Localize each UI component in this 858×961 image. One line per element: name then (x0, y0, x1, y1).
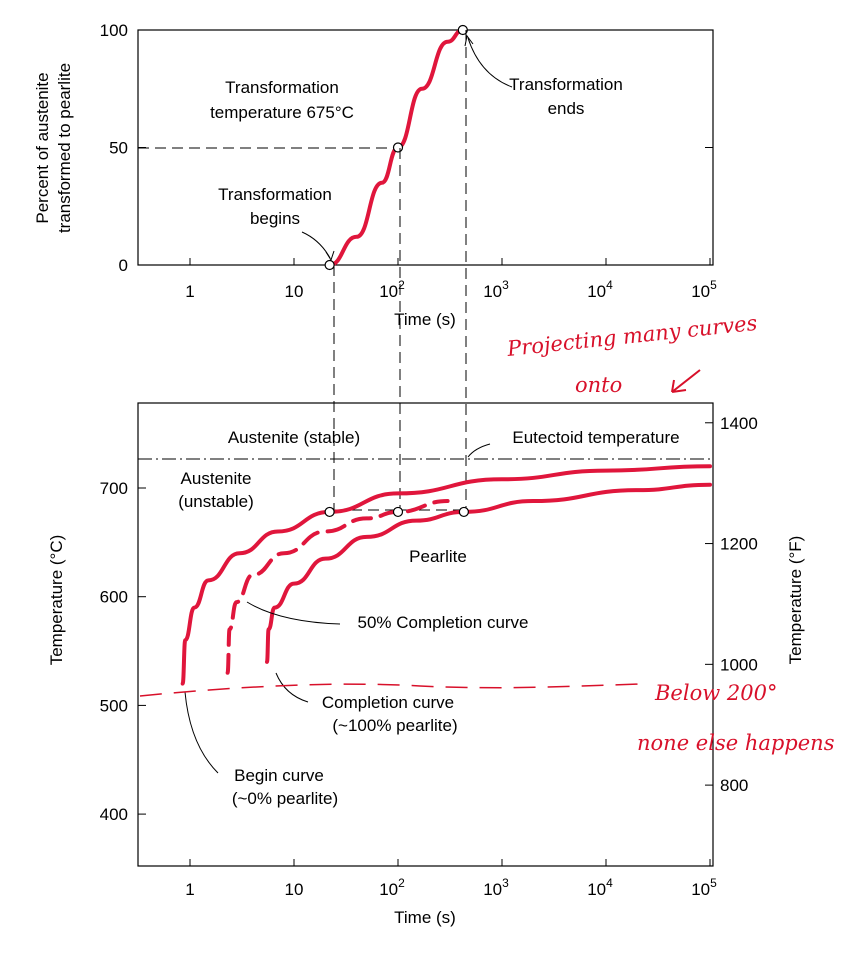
top-chart: 1 10 102 103 104 105 0 50 100 Transformation te… (33, 21, 717, 329)
arrow-begins (301, 231, 331, 259)
series-half-curve (225, 499, 450, 675)
y-tick-label-right: 1000 (720, 655, 758, 674)
top-y-axis-label-line2: transformed to pearlite (55, 63, 74, 233)
annotation-temp-line1: Transformation (225, 78, 339, 97)
x-tick-label: 102 (379, 876, 405, 899)
y-tick-label: 400 (100, 805, 128, 824)
arrow-ends (467, 37, 513, 88)
x-tick-label: 10 (285, 880, 304, 899)
arrow-complete (275, 672, 309, 703)
label-half-curve: 50% Completion curve (357, 613, 528, 632)
handwriting-line4: none else happens (637, 731, 835, 755)
top-y-axis-label-line1: Percent of austenite (33, 72, 52, 223)
x-tick-label: 104 (587, 876, 613, 899)
top-x-axis-label: Time (s) (394, 310, 456, 329)
x-tick-label: 1 (185, 880, 194, 899)
arrow-half (246, 601, 341, 625)
bottom-x-ticks: 1 10 102 103 104 105 (185, 859, 717, 899)
handwritten-line-500 (139, 683, 641, 697)
annotation-ends-line1: Transformation (509, 75, 623, 94)
y-tick-label: 50 (109, 139, 128, 158)
y-tick-label: 500 (100, 696, 128, 715)
bottom-marker (324, 506, 335, 518)
x-tick-label: 103 (483, 876, 509, 899)
y-tick-label-right: 800 (720, 776, 748, 795)
bottom-marker (392, 506, 404, 518)
annotation-begins-line2: begins (250, 209, 300, 228)
handwriting-line2: onto (575, 373, 622, 397)
top-markers (324, 24, 468, 271)
x-tick-label: 102 (379, 278, 405, 301)
top-marker (324, 259, 335, 271)
label-pearlite: Pearlite (409, 547, 467, 566)
x-tick-label: 103 (483, 278, 509, 301)
arrow-eutectoid (467, 443, 491, 458)
bottom-right-y-axis-label: Temperature (°F) (786, 536, 805, 665)
bottom-marker (458, 506, 469, 518)
y-tick-label: 0 (119, 256, 128, 275)
label-austenite-stable: Austenite (stable) (228, 428, 360, 447)
bottom-y-ticks: 400 500 600 700 (100, 479, 146, 824)
top-y-ticks: 0 50 100 (100, 21, 713, 275)
annotation-ends-line2: ends (548, 99, 585, 118)
label-austenite-unstable-1: Austenite (181, 469, 252, 488)
arrowhead-begins (325, 250, 335, 262)
x-tick-label: 105 (691, 876, 717, 899)
x-tick-label: 105 (691, 278, 717, 301)
bottom-markers (324, 506, 469, 518)
bottom-plot-frame (137, 402, 714, 867)
bottom-right-y-ticks: 800 1000 1200 1400 (705, 414, 758, 795)
top-marker (457, 24, 468, 36)
label-complete-2: (~100% pearlite) (332, 716, 457, 735)
handwriting-line3: Below 200° (654, 681, 777, 705)
handwritten-arrow (671, 369, 701, 393)
y-tick-label: 100 (100, 21, 128, 40)
handwriting-line1: Projecting many curves (505, 311, 759, 361)
label-austenite-unstable-2: (unstable) (178, 492, 254, 511)
label-eutectoid: Eutectoid temperature (512, 428, 679, 447)
arrow-begin (184, 691, 219, 774)
bottom-x-axis-label: Time (s) (394, 908, 456, 927)
y-tick-label-right: 1400 (720, 414, 758, 433)
series-completion-curve (264, 482, 712, 664)
handwritten-notes: Projecting many curves onto Below 200° n… (139, 311, 835, 755)
series-begin-curve (180, 464, 712, 686)
y-tick-label-right: 1200 (720, 535, 758, 554)
bottom-chart: 1 10 102 103 104 105 400 500 600 700 800 1000 1200… (47, 402, 805, 927)
label-begin-2: (~0% pearlite) (232, 789, 338, 808)
bottom-y-axis-label: Temperature (°C) (47, 535, 66, 666)
x-tick-label: 1 (185, 282, 194, 301)
top-marker (392, 142, 404, 153)
y-tick-label: 600 (100, 588, 128, 607)
y-tick-label: 700 (100, 479, 128, 498)
x-tick-label: 10 (285, 282, 304, 301)
x-tick-label: 104 (587, 278, 613, 301)
label-begin-1: Begin curve (234, 766, 324, 785)
label-complete-1: Completion curve (322, 693, 454, 712)
annotation-begins-line1: Transformation (218, 185, 332, 204)
arrowhead-ends (464, 34, 474, 47)
annotation-temp-line2: temperature 675°C (210, 103, 354, 122)
